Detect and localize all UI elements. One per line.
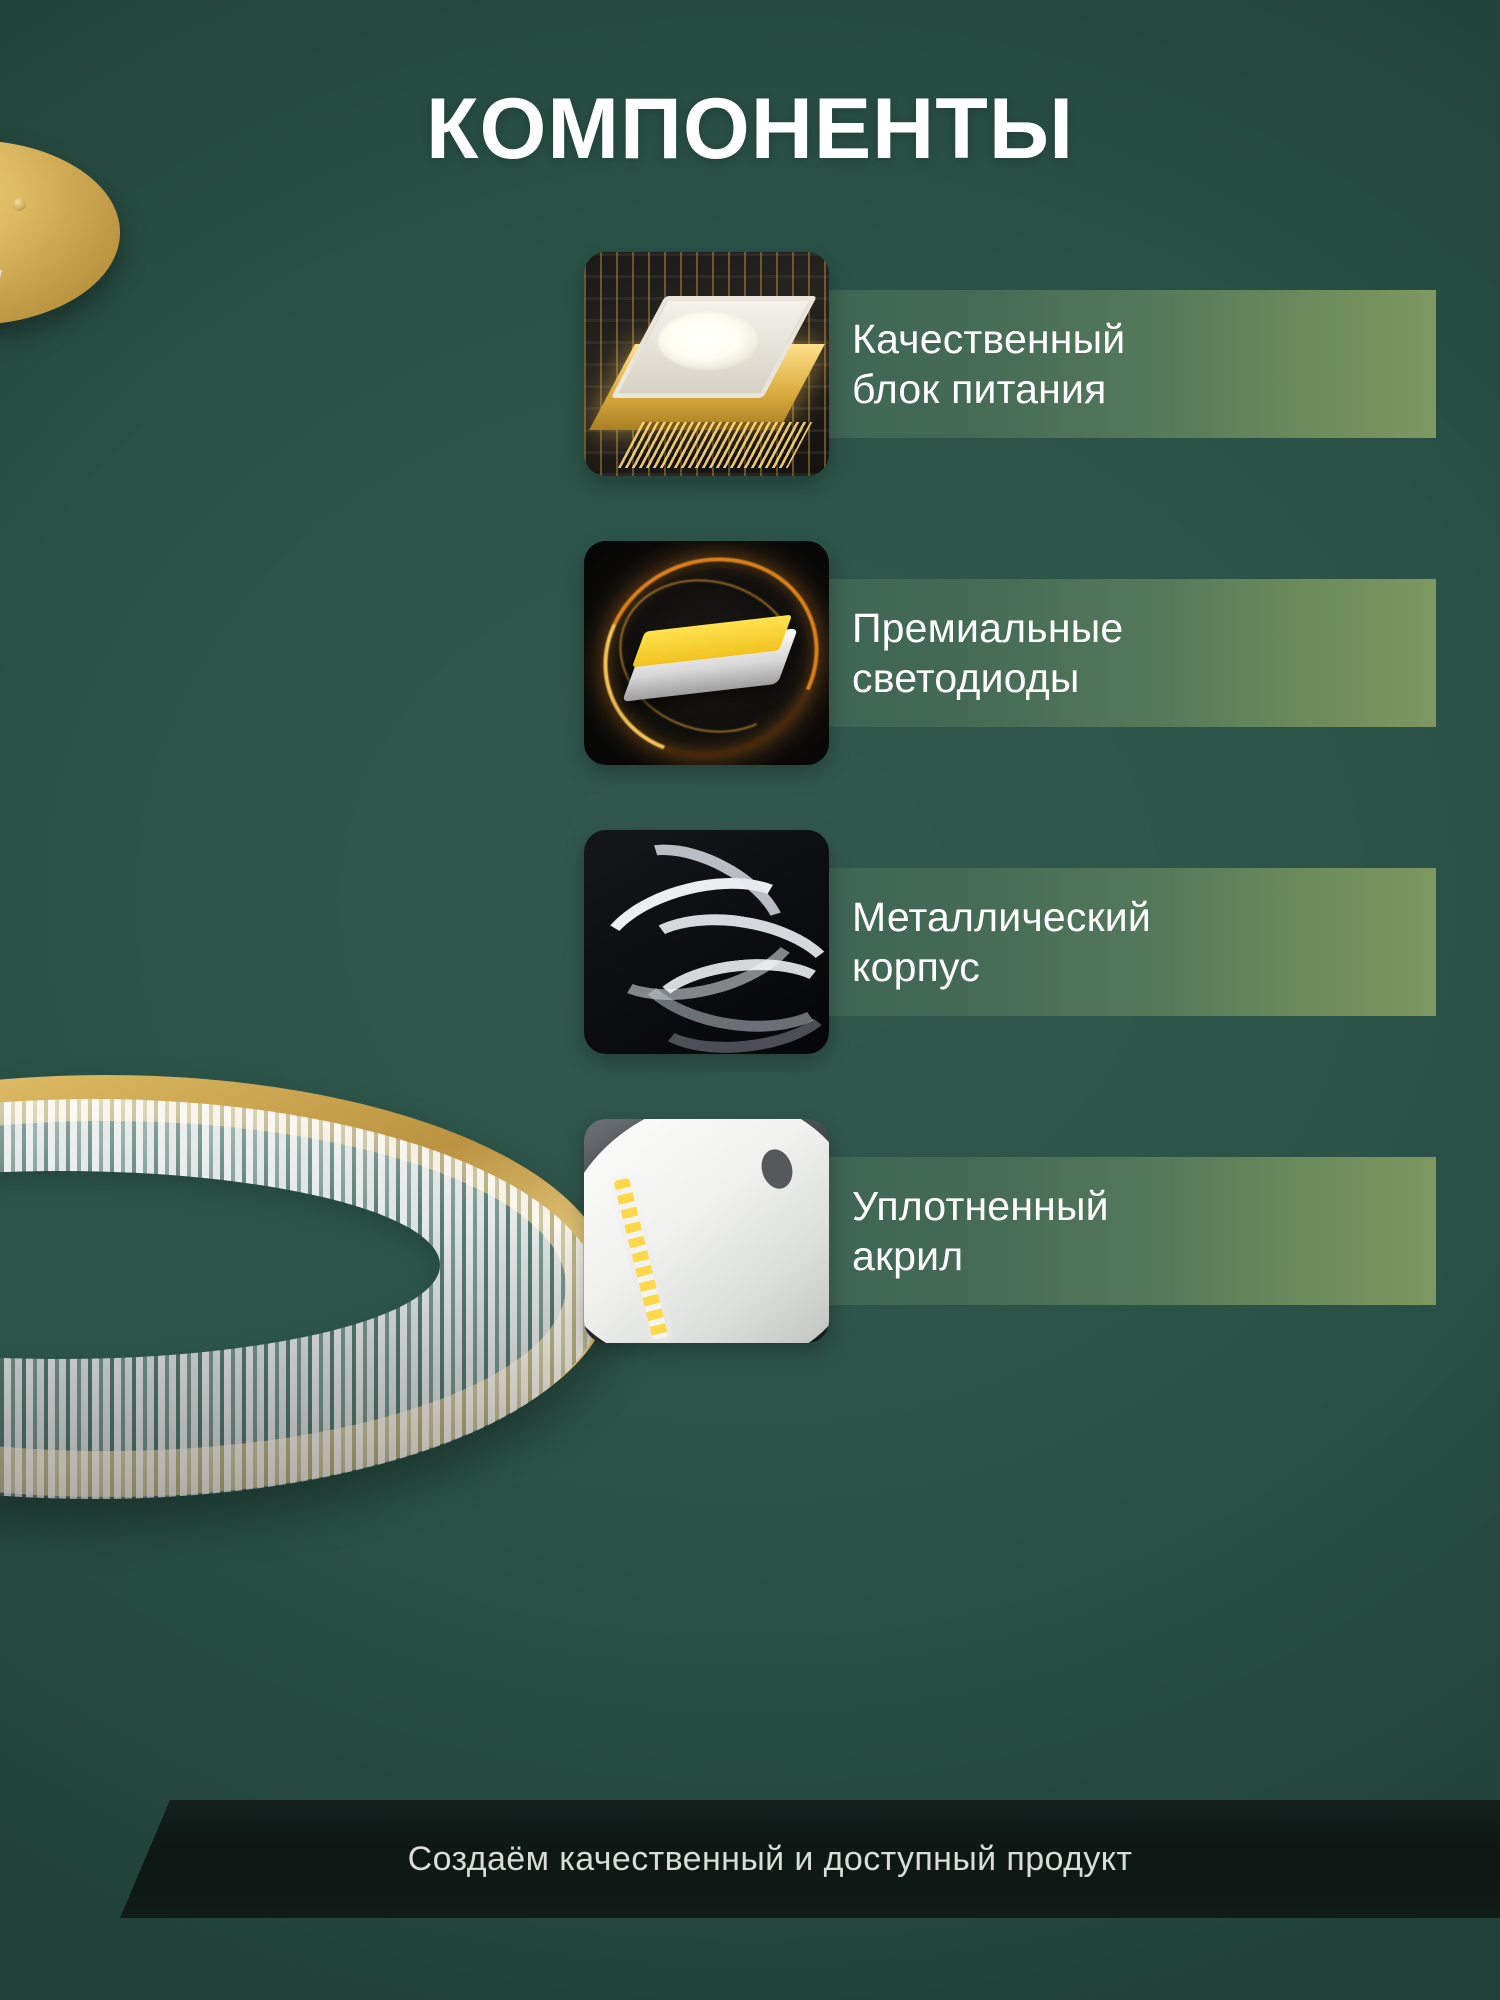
- canopy-nub: [13, 198, 26, 211]
- feature-card[interactable]: Качественный блок питания: [584, 252, 1436, 476]
- feature-list: Качественный блок питания Премиальные св…: [584, 252, 1436, 1408]
- feature-label-panel: Уплотненный акрил: [774, 1157, 1436, 1305]
- feature-label-panel: Металлический корпус: [774, 868, 1436, 1016]
- feature-label: Качественный блок питания: [852, 315, 1126, 412]
- metal-body-photo-icon: [584, 830, 829, 1054]
- feature-card[interactable]: Премиальные светодиоды: [584, 541, 1436, 765]
- led-ring: [0, 1075, 568, 1495]
- footer-banner: Создаём качественный и доступный продукт: [120, 1800, 1500, 1918]
- ceiling-canopy: [0, 140, 120, 325]
- power-supply-chip-photo-icon: [584, 252, 829, 476]
- feature-label: Премиальные светодиоды: [852, 604, 1124, 701]
- feature-card[interactable]: Металлический корпус: [584, 830, 1436, 1054]
- footer-tagline: Создаём качественный и доступный продукт: [407, 1839, 1133, 1878]
- led-diode-photo-icon: [584, 541, 829, 765]
- page-title: КОМПОНЕНТЫ: [425, 81, 1075, 177]
- feature-label-panel: Качественный блок питания: [774, 290, 1436, 438]
- feature-label-panel: Премиальные светодиоды: [774, 579, 1436, 727]
- acrylic-diffuser-photo-icon: [584, 1119, 829, 1343]
- product-image-chandelier: [0, 120, 568, 1465]
- feature-label: Металлический корпус: [852, 893, 1151, 990]
- feature-label: Уплотненный акрил: [852, 1182, 1109, 1279]
- suspension-cable-right: [0, 269, 2, 1088]
- feature-card[interactable]: Уплотненный акрил: [584, 1119, 1436, 1343]
